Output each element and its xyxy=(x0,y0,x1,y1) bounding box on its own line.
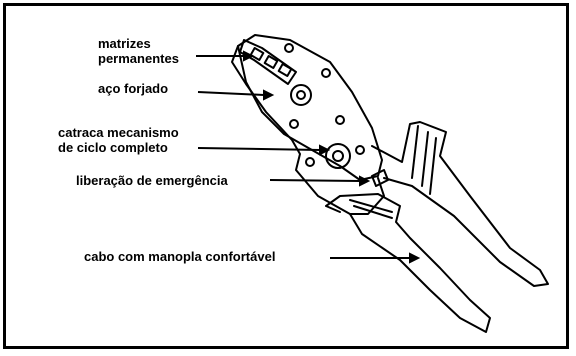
pointer-aco xyxy=(197,91,265,96)
upper-handle xyxy=(371,121,549,287)
label-catraca-line1: catraca mecanismo xyxy=(58,125,179,140)
label-matrizes: matrizes permanentes xyxy=(98,36,179,66)
pointer-catraca xyxy=(197,147,321,151)
lower-handle xyxy=(325,193,491,333)
label-matrizes-line1: matrizes xyxy=(98,36,151,51)
pointer-liberacao xyxy=(269,179,361,182)
pivot-rivet-large xyxy=(290,84,312,106)
label-catraca: catraca mecanismo de ciclo completo xyxy=(58,125,179,155)
ratchet-gear xyxy=(325,143,351,169)
label-aco-forjado: aço forjado xyxy=(98,81,169,96)
label-catraca-line2: de ciclo completo xyxy=(58,140,168,155)
diagram-frame xyxy=(3,3,569,349)
label-cabo: cabo com manopla confortável xyxy=(84,249,276,264)
label-matrizes-line2: permanentes xyxy=(98,51,179,66)
lower-jaw-outline xyxy=(231,45,385,215)
tool-head-outline xyxy=(237,34,383,181)
die-block xyxy=(239,39,297,85)
label-liberacao: liberação de emergência xyxy=(76,173,228,188)
